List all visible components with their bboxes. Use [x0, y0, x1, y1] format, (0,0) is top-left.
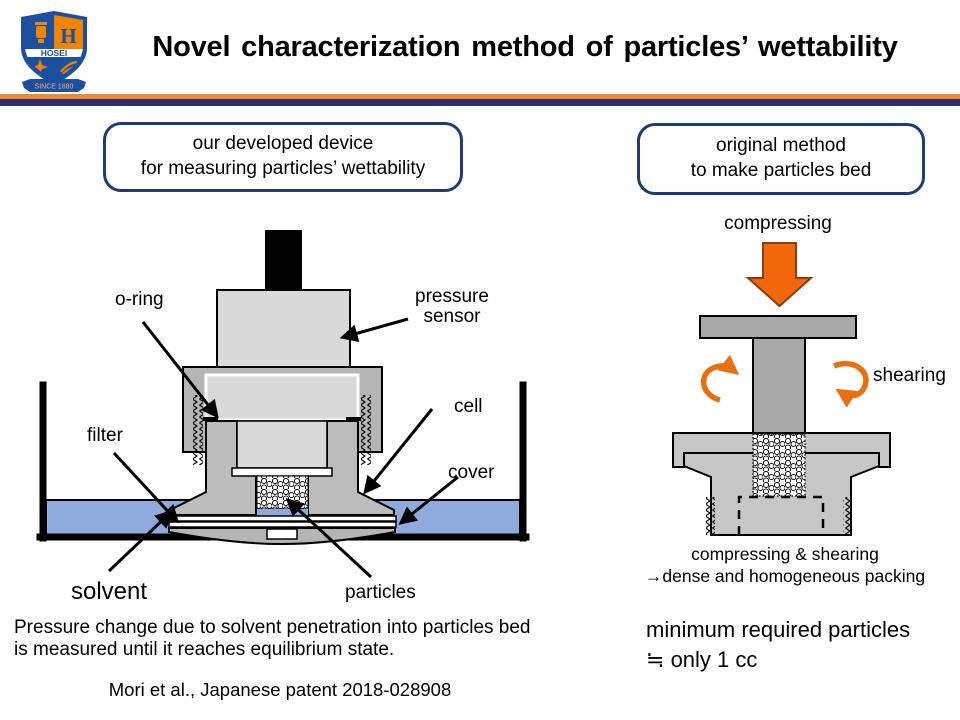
- right-callout-box: original method to make particles bed: [637, 123, 925, 195]
- minimum-particles-text: minimum required particles ≒ only 1 cc: [646, 617, 911, 672]
- thread-left: [706, 497, 715, 535]
- filter-label: filter: [87, 425, 123, 446]
- shearing-label: shearing: [873, 365, 946, 386]
- filter-layer-2: [168, 521, 397, 528]
- dashed-cavity-outline: [737, 495, 825, 535]
- logo-monogram: H: [60, 24, 76, 48]
- cover-arrow: [398, 475, 459, 525]
- particle-bed: [256, 475, 309, 510]
- particle-bed-press-diagram: [672, 242, 891, 536]
- press-shaft: [752, 337, 806, 435]
- thread-right: [843, 497, 852, 535]
- shearing-arrow-left-icon: [701, 354, 740, 403]
- left-callout-line1: our developed device: [192, 133, 374, 155]
- sensor-rod: [265, 230, 302, 291]
- cell-arrow: [363, 408, 434, 495]
- solvent-arrow: [107, 509, 174, 573]
- cover-label: cover: [448, 462, 495, 483]
- packing-result-text: compressing & shearing →dense and homoge…: [644, 544, 926, 586]
- patent-reference: Mori et al., Japanese patent 2018-028908: [108, 679, 452, 700]
- piston-plate: [231, 467, 333, 477]
- divider-orange-bar: [0, 94, 960, 99]
- press-top-plate: [699, 315, 857, 339]
- filter-layer-1: [168, 515, 397, 522]
- divider-navy-bar: [0, 99, 960, 106]
- o-ring-label: o-ring: [115, 289, 164, 310]
- inner-block: [204, 373, 360, 422]
- o-ring-arrow: [141, 321, 219, 419]
- piston: [236, 420, 328, 469]
- shearing-arrows: [701, 354, 869, 408]
- hosei-logo-icon: H HOSEI SINCE 1880: [21, 11, 87, 92]
- pressure-sensor-body: [216, 289, 351, 369]
- thread-left: [193, 395, 203, 465]
- annotation-arrows: [107, 317, 459, 579]
- particle-column: [752, 433, 806, 497]
- hosei-logo: H HOSEI SINCE 1880: [14, 6, 94, 96]
- slide-title: Novel characterization method of particl…: [152, 31, 898, 63]
- left-callout-line2: for measuring particles’ wettability: [140, 158, 426, 179]
- cell-label: cell: [454, 396, 483, 417]
- particles-arrow: [285, 497, 373, 579]
- right-callout-line1: original method: [716, 135, 846, 157]
- particles-label: particles: [345, 582, 416, 603]
- o-ring-left: [203, 417, 218, 421]
- pressure-sensor-label: pressure sensor: [415, 286, 489, 327]
- crest-icon: [35, 22, 47, 43]
- cover-opening: [266, 528, 298, 540]
- device: [168, 230, 397, 546]
- o-ring-right: [346, 417, 361, 421]
- logo-wordmark: HOSEI: [41, 48, 67, 58]
- star-icon: [32, 59, 48, 75]
- left-callout-box: our developed device for measuring parti…: [103, 122, 463, 192]
- ribbon: [22, 79, 86, 92]
- shearing-arrow-right-icon: [832, 361, 869, 408]
- measurement-caption: Pressure change due to solvent penetrati…: [14, 617, 531, 661]
- thread-right: [361, 395, 371, 465]
- compressing-arrow-icon: [745, 242, 814, 308]
- right-callout-line2: to make particles bed: [690, 160, 872, 181]
- measuring-device-diagram: [36, 230, 530, 579]
- logo-motto: SINCE 1880: [35, 84, 74, 91]
- pressure-sensor-arrow: [339, 317, 409, 343]
- solvent-under-bed: [257, 509, 308, 515]
- compressing-label: compressing: [724, 213, 832, 234]
- filter-arrow: [112, 451, 180, 524]
- solvent-label: solvent: [71, 578, 148, 605]
